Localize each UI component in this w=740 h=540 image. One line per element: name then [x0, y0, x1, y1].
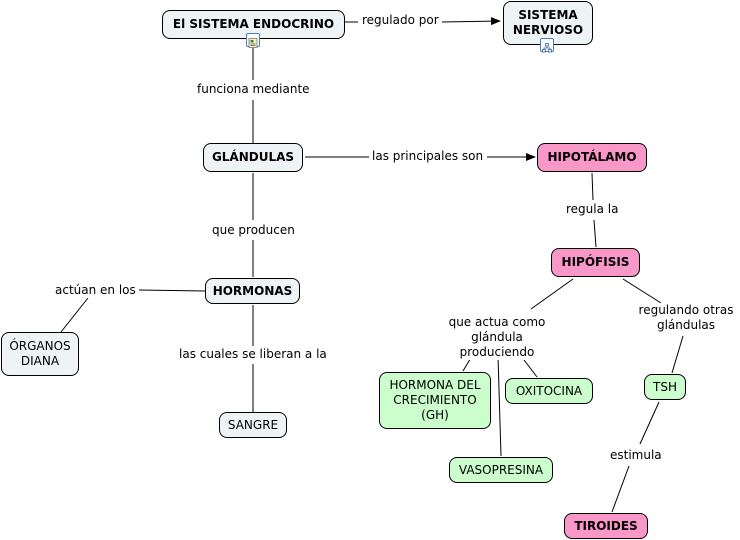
link-que-producen: que producen: [210, 223, 297, 238]
node-hormona-crecimiento[interactable]: HORMONA DEL CRECIMIENTO (GH): [379, 372, 491, 429]
node-tiroides[interactable]: TIROIDES: [564, 513, 648, 539]
node-glandulas[interactable]: GLÁNDULAS: [203, 143, 303, 172]
node-sistema-endocrino[interactable]: El SISTEMA ENDOCRINO: [162, 10, 345, 39]
node-sistema-nervioso[interactable]: SISTEMA NERVIOSO: [503, 1, 593, 45]
node-vasopresina[interactable]: VASOPRESINA: [449, 457, 553, 483]
link-estimula: estimula: [608, 448, 664, 463]
link-las-principales-son: las principales son: [370, 149, 486, 164]
node-hipotalamo[interactable]: HIPOTÁLAMO: [537, 143, 647, 172]
node-hipofisis[interactable]: HIPÓFISIS: [551, 248, 640, 277]
link-actua-como-glandula: que actua como glándula produciendo: [430, 315, 564, 360]
link-funciona-mediante: funciona mediante: [195, 82, 312, 97]
line-tsh-estimula: [639, 401, 660, 445]
line-regulando-tsh: [671, 335, 684, 374]
link-regula-la: regula la: [564, 202, 621, 217]
node-tsh[interactable]: TSH: [644, 374, 686, 400]
line-actua-vasopresina: [497, 355, 502, 457]
node-organos-diana[interactable]: ÓRGANOS DIANA: [1, 332, 79, 376]
line-hipotalamo-regula: [591, 172, 594, 201]
line-regula-hipofisis: [593, 219, 597, 248]
line-actuan-organos: [60, 297, 89, 333]
node-oxitocina[interactable]: OXITOCINA: [505, 378, 593, 404]
line-hipofisis-actua: [530, 278, 574, 310]
node-sangre[interactable]: SANGRE: [219, 412, 287, 438]
image-document-icon[interactable]: [246, 33, 260, 48]
link-se-liberan: las cuales se liberan a la: [177, 347, 329, 362]
link-actuan-en-los: actúan en los: [53, 283, 138, 298]
line-hormonas-actuan: [138, 289, 206, 292]
link-regulado-por: regulado por: [360, 13, 441, 28]
link-regulando-otras: regulando otras glándulas: [634, 303, 738, 333]
line-estimula-tiroides: [611, 465, 630, 513]
concept-map-icon[interactable]: [540, 38, 554, 53]
node-hormonas[interactable]: HORMONAS: [205, 278, 300, 304]
line-regulado-nervioso: [441, 17, 501, 26]
line-hipofisis-regulando: [622, 278, 662, 304]
